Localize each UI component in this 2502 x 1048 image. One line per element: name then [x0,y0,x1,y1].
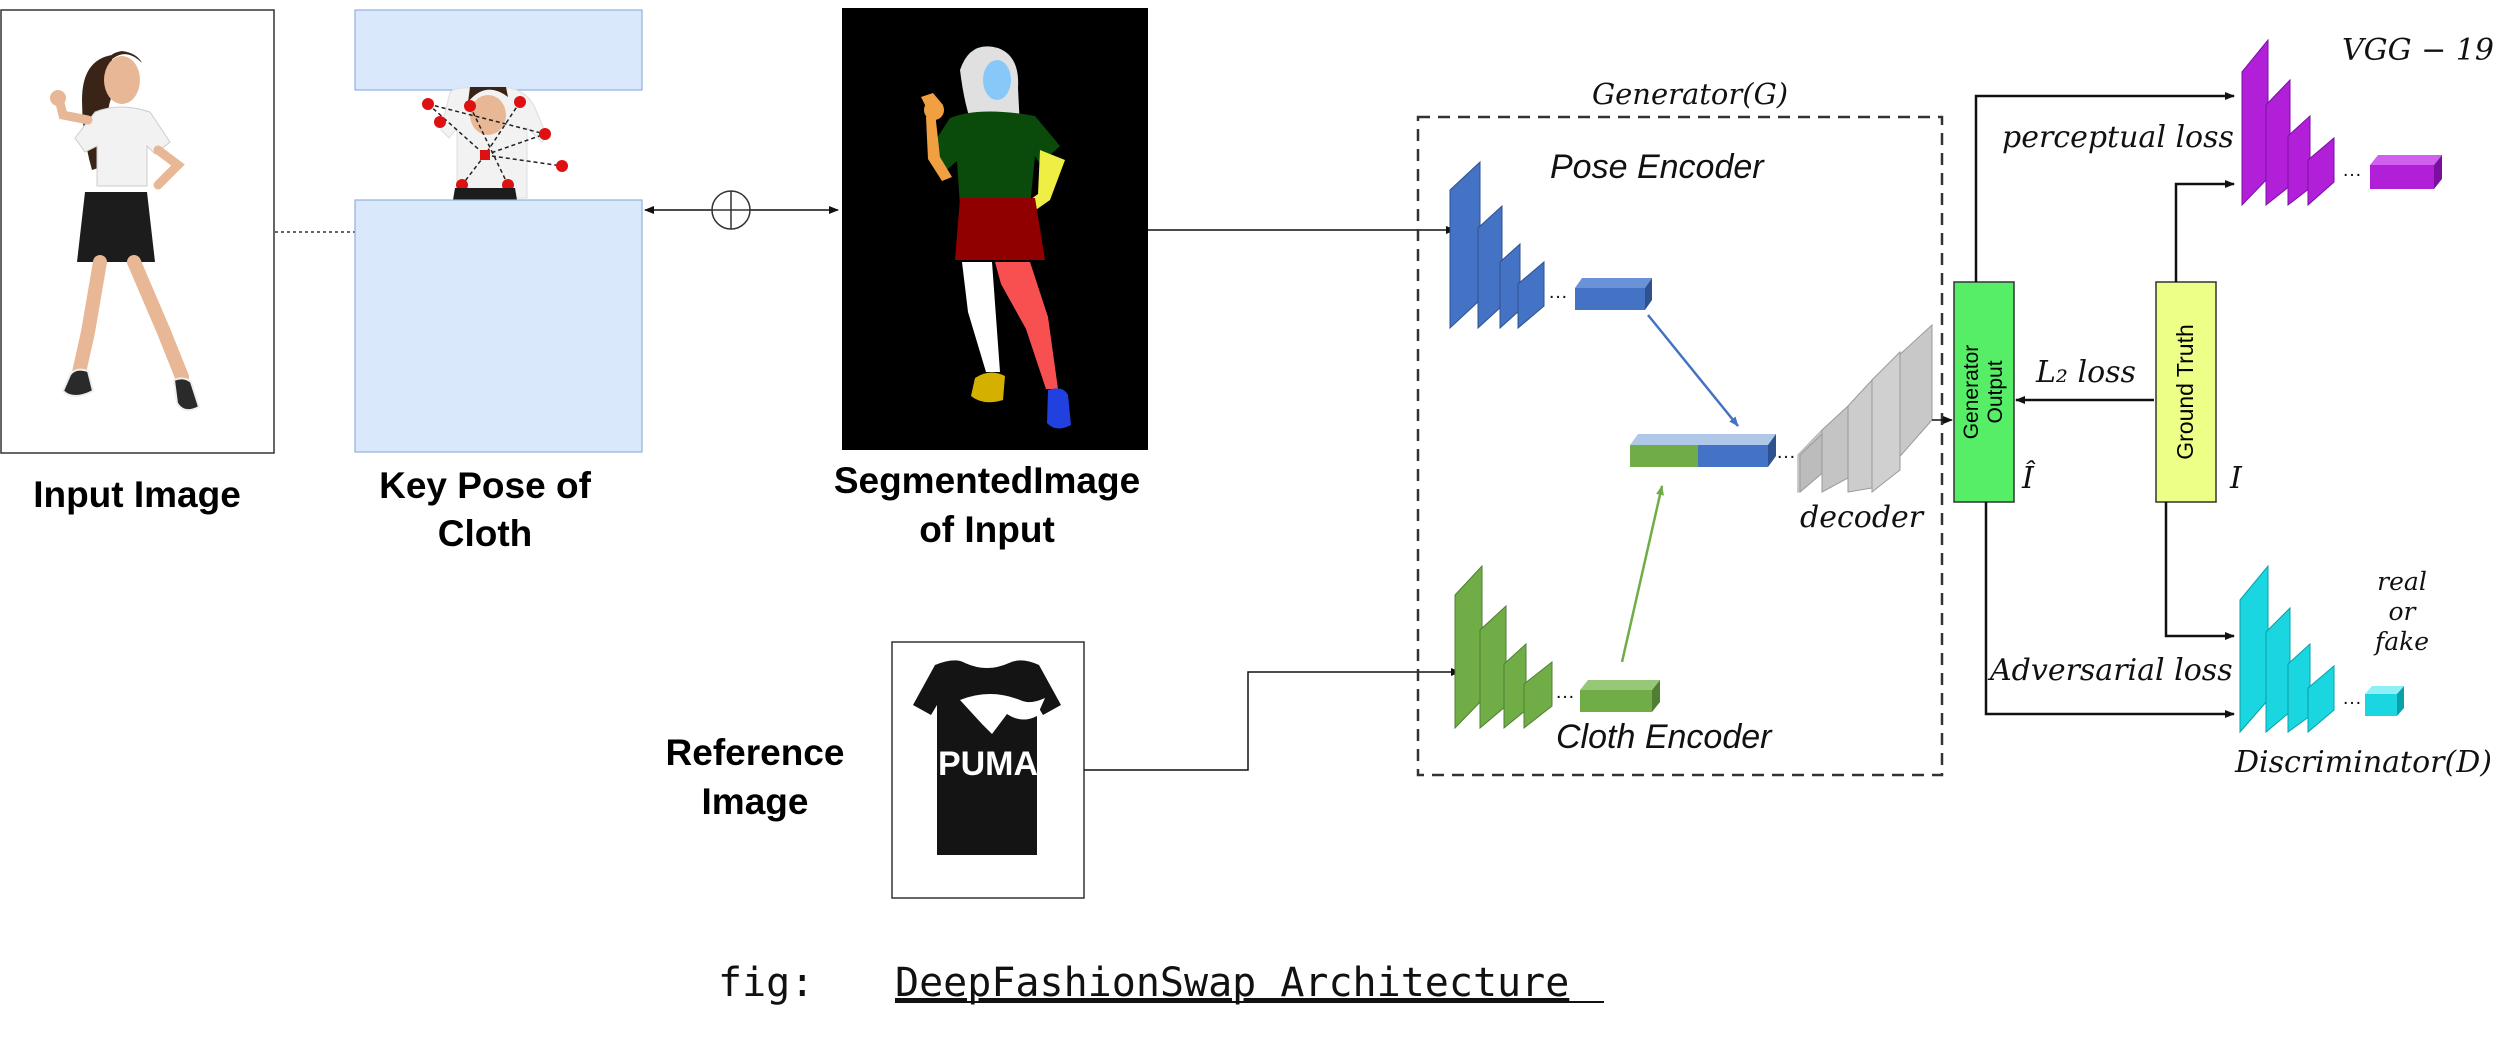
discriminator-label: Discriminator(D) [2234,745,2492,780]
reference-label-line2: Image [702,781,809,822]
perceptual-loss-label: perceptual loss [2002,120,2234,155]
upper-clothes-segment [937,111,1060,206]
reference-label-line1: Reference [666,732,845,773]
key-pose-label-line1: Key Pose of [379,465,591,506]
generator-output-box [1953,281,2015,503]
pose-latent-block [1575,278,1652,310]
key-pose-label-line2: Cloth [438,513,533,554]
reference-to-cloth-arrow [1084,668,1461,771]
concat-latent-block [1630,434,1776,467]
keypoint [434,116,446,128]
perceptual-loss-arrow [1974,92,2235,282]
concat-ellipsis: … [1776,441,1796,463]
generator-title: Generator(G) [1592,77,1788,111]
adversarial-loss-arrow [1984,502,2235,718]
discriminator-output-cube [2365,686,2404,716]
left-arm-segment [921,93,952,181]
skirt-segment [955,198,1045,260]
i-label: I [2229,461,2243,496]
fake-label: fake [2373,627,2429,656]
cloth-encoder-stack [1454,564,1553,730]
input-image-panel [0,9,275,454]
pose-to-concat-arrow [1647,314,1739,427]
l2-loss-label: L₂ loss [2035,355,2136,390]
cloth-latent-block [1580,680,1660,712]
discriminator-ellipsis: … [2342,687,2362,709]
key-pose-panel [354,9,643,453]
gt-to-vgg-arrow [2174,180,2235,282]
caption-prefix: fig: [718,960,814,1006]
generator-output-label-line2: Output [1984,360,2007,423]
generator-box [1416,115,1944,777]
key-pose-top-block [354,9,643,91]
cloth-to-concat-arrow [1620,485,1664,663]
left-shoe-segment [971,372,1005,403]
real-label: real [2377,567,2427,596]
i-hat-label: Î [2021,460,2036,496]
puma-logo-text: PUMA [938,745,1038,783]
key-pose-bottom-block [354,199,643,453]
left-leg-segment [962,262,1000,372]
decoder-label: decoder [1800,500,1925,535]
keypoint [422,98,434,110]
right-leg-segment [995,262,1058,389]
person-figure [50,51,201,412]
gt-to-discriminator-arrow [2164,502,2235,640]
input-image-label: Input Image [33,474,241,515]
reference-image-panel: PUMA [891,641,1085,899]
vgg-feature-block [2370,155,2442,189]
ground-truth-box [2155,281,2217,503]
segmented-label-line1: SegmentedImage [834,460,1140,501]
decoder-stack [1797,323,1933,494]
discriminator-stack [2239,564,2335,734]
adversarial-loss-label: Adversarial loss [1987,653,2233,688]
caption-title: DeepFashionSwap Architecture [895,960,1569,1006]
pose-ellipsis: … [1548,281,1568,303]
vgg-ellipsis: … [2342,159,2362,181]
pose-encoder-label: Pose Encoder [1550,148,1765,186]
vgg-stack [2241,38,2335,207]
puma-cat-logo [960,694,1045,734]
or-label: or [2388,597,2417,626]
key-pose-crop [422,87,568,200]
cloth-ellipsis: … [1555,681,1575,703]
keypoint [464,100,476,112]
cloth-encoder-label: Cloth Encoder [1556,718,1773,756]
concat-icon [711,190,751,230]
generator-output-label-line1: Generator [1960,345,1983,440]
keypoint [514,96,526,108]
keypoint [539,128,551,140]
face-segment [983,60,1011,100]
ground-truth-label: Ground Truth [2172,324,2198,460]
segmented-image-panel [842,8,1148,450]
right-shoe-segment [1047,388,1071,429]
keypoint [556,160,568,172]
pose-encoder-stack [1449,160,1545,330]
segmented-label-line2: of Input [919,509,1055,550]
vgg-label: VGG − 19 [2342,33,2494,68]
keypoint [480,150,490,160]
